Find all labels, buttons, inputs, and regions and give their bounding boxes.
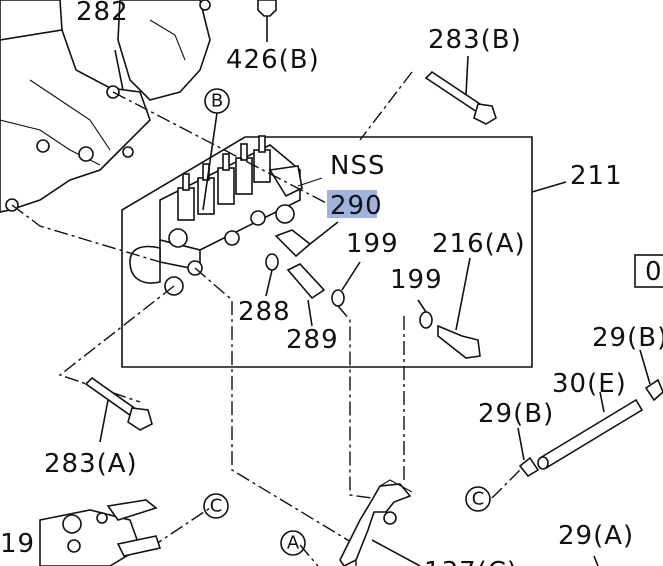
label-19: 19	[0, 529, 35, 559]
marker-b: B	[202, 88, 230, 211]
highlight-290	[327, 190, 377, 218]
label-0: 0	[645, 257, 663, 287]
marker-c-left: C	[203, 493, 229, 519]
label-283a: 283(A)	[44, 449, 138, 479]
clamp-29b-upper	[639, 349, 663, 402]
washer-288	[265, 253, 279, 271]
label-199b: 199	[390, 265, 443, 295]
bolt-283b	[424, 55, 497, 125]
label-211: 211	[570, 161, 623, 191]
label-290: 290	[330, 191, 383, 221]
bolt-216a	[437, 257, 481, 359]
label-289: 289	[286, 325, 339, 355]
label-137c: 137(C)	[424, 557, 518, 566]
frame-211	[121, 136, 533, 368]
hose-30e	[537, 391, 644, 470]
pump-19	[39, 499, 162, 566]
label-29b-upper: 29(B)	[592, 323, 663, 353]
washer-199a	[331, 289, 345, 307]
washer-199b	[419, 311, 433, 329]
bolt-289	[286, 263, 326, 327]
bolt-426b	[257, 0, 277, 42]
svg-text:A: A	[287, 533, 300, 554]
bolt-283a	[84, 376, 153, 443]
bracket-282	[0, 0, 211, 213]
clamp-29b-lower	[517, 427, 540, 478]
label-426b: 426(B)	[226, 45, 320, 75]
marker-a: A	[280, 530, 306, 556]
fitting-290	[274, 221, 339, 258]
svg-text:B: B	[211, 91, 223, 112]
label-nss: NSS	[330, 151, 385, 181]
label-29b-lower: 29(B)	[478, 399, 554, 429]
svg-text:C: C	[472, 489, 485, 510]
label-288: 288	[238, 297, 291, 327]
label-29a: 29(A)	[558, 521, 634, 551]
label-216a: 216(A)	[432, 229, 526, 259]
label-282: 282	[76, 0, 129, 27]
label-199a: 199	[346, 229, 399, 259]
manifold-block	[129, 135, 323, 296]
label-30e: 30(E)	[552, 369, 627, 399]
marker-c-right: C	[465, 486, 491, 512]
callout-box-0	[634, 254, 663, 288]
svg-text:C: C	[210, 496, 223, 517]
fuel-pipe	[339, 479, 421, 566]
label-283b: 283(B)	[428, 25, 522, 55]
